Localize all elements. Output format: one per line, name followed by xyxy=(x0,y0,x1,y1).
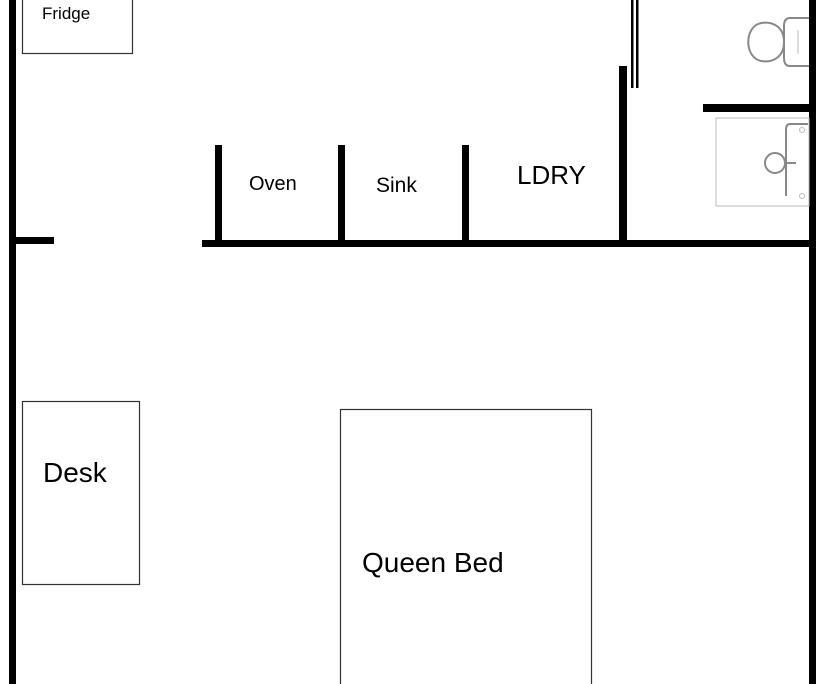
desk-outline xyxy=(21,400,141,586)
bed-outline xyxy=(339,408,593,684)
fridge-outline xyxy=(21,0,134,55)
right-outer-wall xyxy=(809,0,816,684)
desk: Desk xyxy=(21,400,141,586)
fridge-label: Fridge xyxy=(42,4,90,23)
sink-label: Sink xyxy=(376,174,417,197)
bathroom-door-line-1 xyxy=(631,0,634,88)
bathroom-shelf-wall xyxy=(703,104,816,112)
bed-label: Queen Bed xyxy=(362,547,504,578)
left-outer-wall xyxy=(9,0,16,684)
bathroom-left-wall xyxy=(619,66,627,246)
bathroom-door-line-2 xyxy=(636,0,639,88)
queen-bed: Queen Bed xyxy=(339,408,593,684)
bathroom-sink-icon xyxy=(715,117,810,207)
oven-left-partition xyxy=(215,145,222,245)
oven-sink-partition xyxy=(338,145,345,245)
fridge: Fridge xyxy=(21,0,134,55)
desk-label: Desk xyxy=(43,457,108,488)
kitchen-divider-wall xyxy=(202,240,816,247)
toilet-icon xyxy=(747,17,809,67)
laundry-label: LDRY xyxy=(517,160,586,190)
sink-laundry-partition xyxy=(462,145,469,245)
left-wall-stub xyxy=(9,237,54,244)
oven-label: Oven xyxy=(249,173,297,195)
